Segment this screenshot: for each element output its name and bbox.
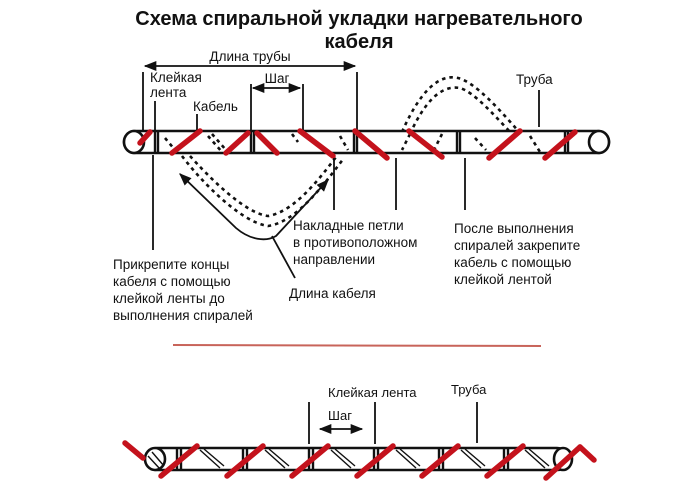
pipe-rings-top [153,131,570,153]
title-line-1: Схема спиральной укладки нагревательного [135,8,582,30]
cable-length-leader [271,235,296,279]
tape-label-line-1: Клейкая [150,70,202,85]
loops-label-line-1: Накладные петли [293,218,404,233]
after-line-3: кабель с помощью [454,255,571,270]
section-divider [172,344,542,347]
bottom-step-label: Шаг [328,408,352,423]
tape-strips-top [137,128,578,161]
title-line-2: кабеля [325,31,394,53]
pipe-end-right [587,129,611,155]
cable-label: Кабель [193,99,238,114]
fix-ends-line-2: кабеля с помощью [113,274,231,289]
bottom-tape-label: Клейкая лента [328,385,417,400]
pipe-length-label: Длина трубы [209,49,290,64]
step-label: Шаг [265,71,290,86]
cable-lower-loop-inner [189,155,338,218]
cable-hidden-bottom [147,448,550,470]
bottom-pipe-label: Труба [451,382,487,397]
pipe-label: Труба [516,72,553,87]
fix-ends-line-4: выполнения спиралей [113,308,253,323]
after-line-2: спиралей закрепите [454,238,580,253]
loops-label-line-3: направлении [293,252,375,267]
cable-length-label: Длина кабеля [289,286,376,301]
tape-strips-bottom [122,440,597,481]
loops-label-line-2: в противоположном [293,235,417,250]
pipe-end-left-bottom [143,446,167,472]
cable-lower-loop-outer [180,155,346,228]
after-line-4: клейкой лентой [454,272,552,287]
after-line-1: После выполнения [454,221,574,236]
tape-label-line-2: лента [150,85,187,100]
top-diagram: Длина трубы Клейкая лента Кабель Шаг Тру… [113,49,611,323]
fix-ends-line-1: Прикрепите концы [113,257,229,272]
cable-length-arrow [179,173,329,241]
cable-hidden-segments [164,133,542,153]
cable-upper-loop-outer [400,76,521,134]
cable-upper-loop-inner [408,86,513,135]
bottom-diagram: Клейкая лента Труба Шаг [122,382,597,481]
fix-ends-line-3: клейкой ленты до [113,291,225,306]
